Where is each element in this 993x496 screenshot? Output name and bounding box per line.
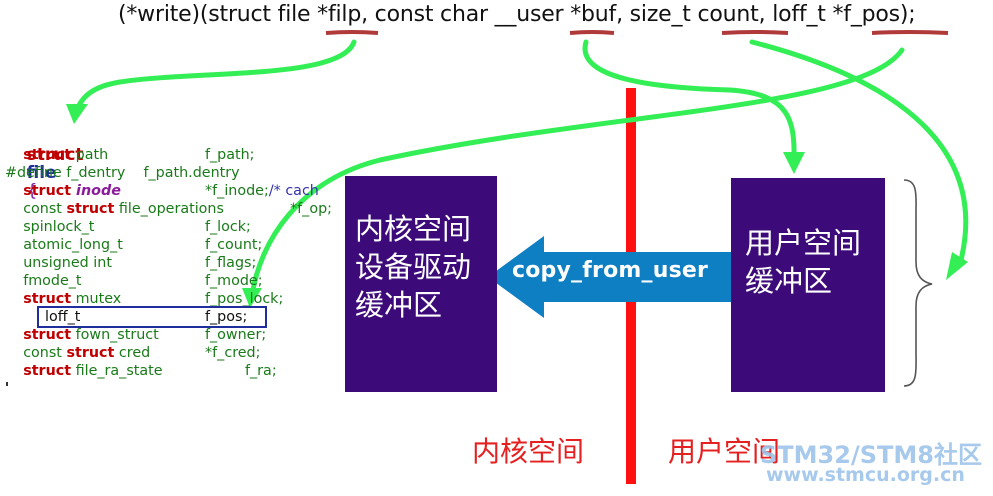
user-space-label: 用户空间 [668,435,781,468]
stray-mark [6,382,8,386]
struct-header: struct file { [5,128,265,200]
signature-prefix: (*write)(struct file [118,2,318,27]
filp-underline [325,30,379,35]
signature-suffix: ); [899,2,916,27]
filp-arrowhead [66,104,88,124]
arg-buf: *buf [570,2,617,27]
arg-fpos: *f_pos [832,2,900,27]
count-arrowhead [946,252,968,280]
count-to-brace-arrow [749,39,969,267]
user-buffer-box: 用户空间 缓冲区 [731,178,885,392]
kernel-box-line3: 缓冲区 [355,288,443,322]
struct-name: file [26,163,57,183]
write-function-signature: (*write)(struct file *filp, const char _… [118,2,916,27]
fpos-arrowhead [242,288,262,308]
kernel-box-line2: 设备驱动 [355,250,472,284]
filp-to-struct-arrow [73,39,357,115]
code-line: const struct file_operations*f_op; [23,201,332,217]
code-line: struct inode*f_inode;/* cach [23,183,319,199]
signature-sep3: , loff_t [758,2,833,27]
signature-sep1: , const char __user [361,2,571,27]
copy-from-user-label: copy_from_user [512,258,709,283]
watermark-url: www.stmcu.org.cn [766,464,965,486]
user-buffer-brace [903,179,933,387]
user-box-line2: 缓冲区 [745,264,833,298]
arg-count: count [697,2,759,27]
struct-keyword: struct [26,145,84,165]
buf-arrowhead [783,152,805,174]
code-line: const struct cred*f_cred; [23,345,261,361]
fpos-to-loff-arrow [249,47,905,299]
signature-sep2: , size_t [616,2,698,27]
fpos-underline [871,30,949,35]
struct-brace: { [26,181,38,201]
kernel-box-line1: 内核空间 [355,212,472,246]
kernel-driver-buffer-box: 内核空间 设备驱动 缓冲区 [345,176,497,392]
buf-underline [569,30,615,35]
arg-filp: *filp [317,2,362,27]
count-underline [721,30,789,35]
kernel-space-label: 内核空间 [472,435,585,468]
copy-from-user-arrow [488,236,731,318]
user-box-line1: 用户空间 [745,226,862,260]
code-line: #define f_dentry f_path.dentry [5,165,240,181]
buf-to-user-buffer-arrow [582,39,797,165]
watermark-community: STM32/STM8社区 [760,441,982,469]
